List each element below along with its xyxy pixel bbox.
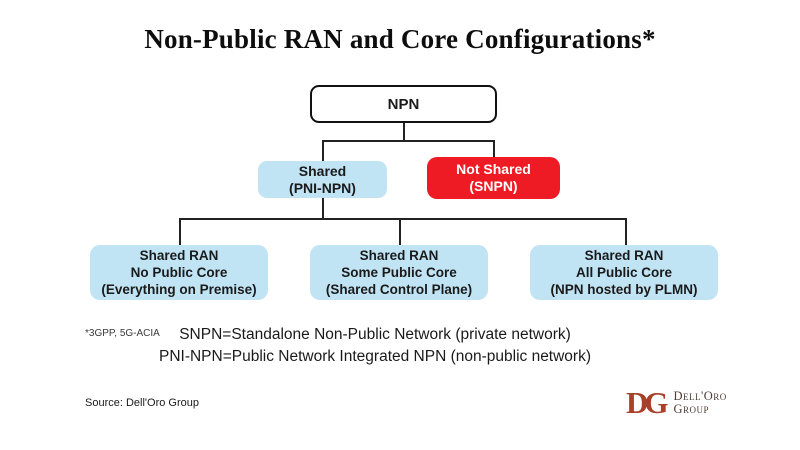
node-shared-pni-npn: Shared (PNI-NPN) [258,161,387,198]
node-l3-1-line1: Shared RAN [139,248,219,263]
legend-line-pni-npn: PNI-NPN=Public Network Integrated NPN (n… [158,348,592,365]
connector-level2-horizontal [322,140,495,142]
node-not-shared-snpn: Not Shared (SNPN) [427,157,560,199]
node-not-shared-line1: Not Shared [456,161,531,177]
node-shared-line1: Shared [298,162,347,179]
node-l3-3-line1: Shared RAN [584,248,664,263]
node-l3-3-line3: (NPN hosted by PLMN) [550,282,698,297]
node-l3-2-line3: (Shared Control Plane) [325,282,473,297]
connector-drop-shared [322,140,324,161]
delloro-logo-text: Dell'Oro Group [674,390,727,416]
node-shared-line2: (PNI-NPN) [289,179,356,196]
connector-drop-not-shared [493,140,495,157]
page-title: Non-Public RAN and Core Configurations* [144,24,656,54]
connector-root-stem [403,123,405,140]
source-text: Source: Dell'Oro Group [85,397,199,409]
connector-level3-horizontal [179,218,627,220]
node-shared-ran-no-public-core: Shared RAN No Public Core (Everything on… [90,245,268,300]
node-npn-label: NPN [387,95,420,113]
legend-line-snpn: SNPN=Standalone Non-Public Network (priv… [179,326,571,343]
delloro-monogram-icon: DG [626,385,668,420]
node-l3-1-line3: (Everything on Premise) [101,282,257,297]
node-not-shared-line2: (SNPN) [469,178,518,194]
connector-drop-l3-2 [399,218,401,245]
node-l3-3-line2: All Public Core [575,265,673,280]
node-l3-1-line2: No Public Core [130,265,228,280]
node-shared-ran-some-public-core: Shared RAN Some Public Core (Shared Cont… [310,245,488,300]
connector-drop-l3-1 [179,218,181,245]
footnote: *3GPP, 5G-ACIA [85,328,160,339]
node-shared-ran-all-public-core: Shared RAN All Public Core (NPN hosted b… [530,245,718,300]
node-l3-2-line1: Shared RAN [359,248,439,263]
node-l3-2-line2: Some Public Core [341,265,457,280]
delloro-logo-name-line2: Group [673,402,710,416]
connector-shared-stem [322,198,324,218]
legend: SNPN=Standalone Non-Public Network (priv… [120,324,630,368]
delloro-logo-name-line1: Dell'Oro [673,389,727,403]
delloro-logo: DG Dell'Oro Group [626,385,727,420]
connector-drop-l3-3 [625,218,627,245]
node-npn: NPN [310,85,497,123]
